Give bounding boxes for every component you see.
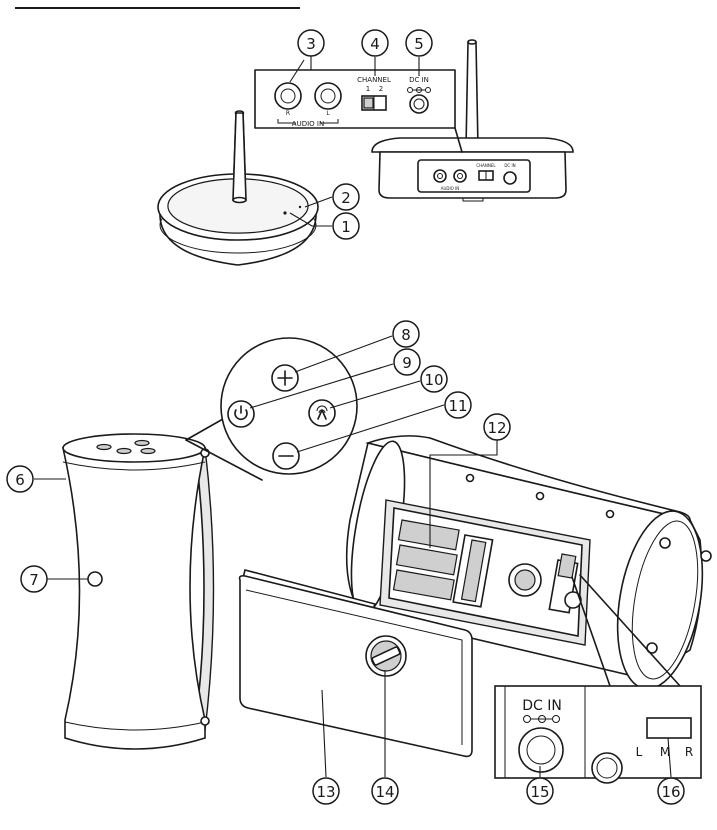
power-icon: [228, 401, 254, 427]
indicator-light: [283, 211, 286, 214]
callout-9: 9: [394, 349, 420, 375]
transmitter-front: [158, 111, 318, 265]
svg-text:1: 1: [341, 218, 351, 236]
transmitter-rear: AUDIO IN CHANNEL DC IN: [372, 40, 573, 201]
audio-in-label: AUDIO IN: [292, 120, 324, 128]
callout-5: 5: [406, 30, 432, 56]
callout-2: 2: [333, 184, 359, 210]
svg-text:11: 11: [448, 397, 467, 415]
small-audio-in-label: AUDIO IN: [441, 186, 460, 191]
polarity-icon: [408, 88, 431, 93]
callout-14: 14: [372, 778, 398, 804]
side-button: [88, 572, 102, 586]
dc-in-jack: [410, 95, 428, 113]
dc-in-label: DC IN: [409, 76, 429, 84]
inset-dc-in-jack: [519, 728, 563, 772]
audio-in-l-jack: [315, 83, 341, 109]
audio-l-label: L: [326, 110, 330, 117]
source-icon: [309, 400, 335, 426]
callout-6: 6: [7, 466, 33, 492]
callout-13: 13: [313, 778, 339, 804]
callout-7: 7: [21, 566, 47, 592]
svg-text:8: 8: [401, 326, 411, 344]
callout-10: 10: [421, 366, 447, 392]
callout-4: 4: [362, 30, 388, 56]
inset-dc-in-label: DC IN: [522, 698, 562, 714]
callout-15: 15: [527, 778, 553, 804]
control-panel-detail: [186, 338, 357, 480]
svg-text:15: 15: [530, 783, 549, 801]
svg-text:7: 7: [29, 571, 39, 589]
speaker-front: [63, 434, 214, 749]
switch-l-label: L: [636, 745, 643, 759]
svg-text:5: 5: [414, 35, 424, 53]
svg-text:2: 2: [341, 189, 351, 207]
svg-text:9: 9: [402, 354, 412, 372]
audio-in-r-jack: [275, 83, 301, 109]
channel-1-label: 1: [366, 85, 370, 93]
callout-8: 8: [393, 321, 419, 347]
callout-3: 3: [298, 30, 324, 56]
small-dc-in-label: DC IN: [504, 163, 515, 168]
small-channel-label: CHANNEL: [476, 163, 496, 168]
svg-text:10: 10: [424, 371, 443, 389]
svg-text:13: 13: [316, 783, 335, 801]
callout-16: 16: [658, 778, 684, 804]
svg-text:14: 14: [375, 783, 394, 801]
audio-r-label: R: [286, 110, 290, 117]
lmr-switch: [647, 718, 691, 738]
channel-2-label: 2: [379, 85, 383, 93]
svg-text:3: 3: [306, 35, 316, 53]
svg-text:4: 4: [370, 35, 380, 53]
callout-1: 1: [333, 213, 359, 239]
callout-11: 11: [445, 392, 471, 418]
svg-text:16: 16: [661, 783, 680, 801]
switch-r-label: R: [685, 745, 693, 759]
minus-icon: [273, 443, 299, 469]
callout-12: 12: [484, 414, 510, 440]
svg-text:6: 6: [15, 471, 25, 489]
plus-icon: [272, 365, 298, 391]
channel-label: CHANNEL: [357, 76, 391, 84]
svg-text:12: 12: [487, 419, 506, 437]
